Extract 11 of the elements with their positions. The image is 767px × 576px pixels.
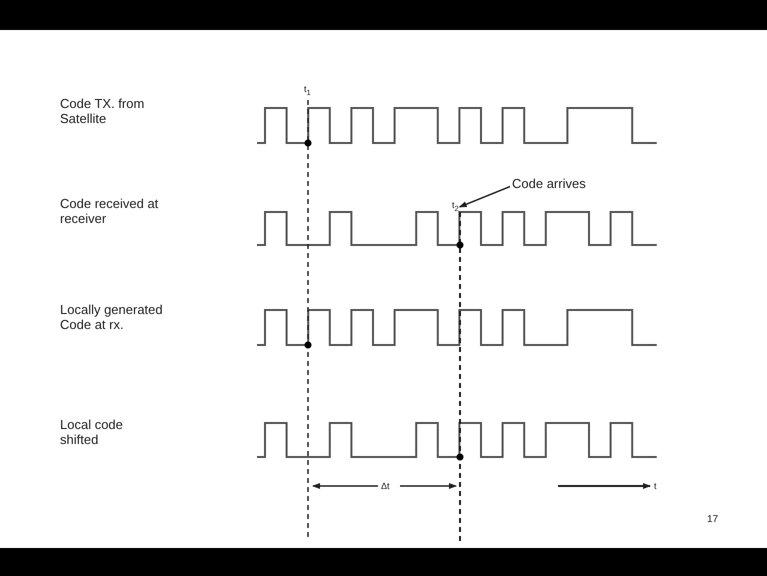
signal-label: Code received at receiver — [60, 196, 160, 226]
axis-label: t — [654, 480, 657, 493]
leader-arrow — [458, 186, 510, 208]
page-number: 17 — [707, 513, 718, 527]
signal-label: Code TX. from Satellite — [60, 96, 146, 126]
time-label: t$_{1}$ — [304, 83, 311, 99]
dimension-label: Δt — [381, 480, 390, 493]
signal-label: Locally generated Code at rx. — [60, 302, 164, 332]
time-label: t$_{2}$ — [452, 198, 459, 216]
callout-text: Code arrives — [512, 176, 586, 191]
signal-label: Local code shifted — [60, 417, 124, 447]
